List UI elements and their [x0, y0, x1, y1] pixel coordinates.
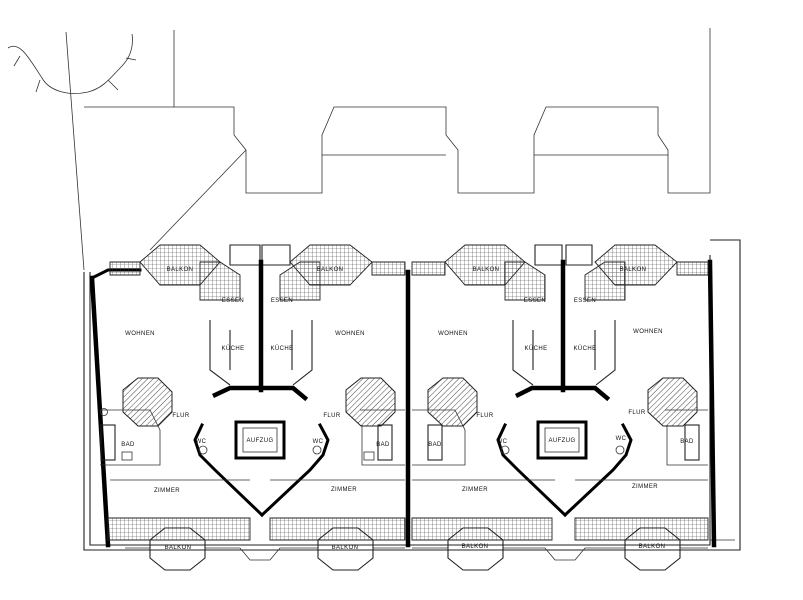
label-flur-2: FLUR — [323, 413, 341, 419]
north-balconies — [109, 244, 709, 301]
stair-3 — [427, 377, 478, 427]
label-bad-3: BAD — [428, 442, 442, 448]
stair-1 — [122, 377, 173, 427]
label-balkon-5: BALKON — [165, 545, 192, 551]
tree-sketch — [7, 33, 137, 94]
label-wohnen-4: WOHNEN — [633, 329, 663, 335]
label-wohnen-2: WOHNEN — [335, 331, 365, 337]
label-bad-2: BAD — [376, 442, 390, 448]
label-wc-1: WC — [196, 439, 207, 445]
building-shell — [83, 239, 741, 551]
label-essen-3: ESSEN — [524, 298, 546, 304]
label-balkon-8: BALKON — [639, 544, 666, 550]
label-zimmer-4: ZIMMER — [632, 484, 658, 490]
label-essen-2: ESSEN — [271, 298, 293, 304]
label-aufzug-1: AUFZUG — [246, 438, 273, 444]
label-balkon-2: BALKON — [317, 267, 344, 273]
label-bad-1: BAD — [121, 442, 135, 448]
label-wc-4: WC — [616, 436, 627, 442]
label-flur-1: FLUR — [172, 413, 190, 419]
label-balkon-7: BALKON — [462, 544, 489, 550]
label-kueche-1: KÜCHE — [221, 345, 244, 352]
label-wc-3: WC — [497, 439, 508, 445]
stair-4 — [647, 377, 698, 427]
label-zimmer-2: ZIMMER — [331, 487, 357, 493]
label-bad-4: BAD — [680, 439, 694, 445]
label-balkon-4: BALKON — [620, 267, 647, 273]
label-kueche-2: KÜCHE — [270, 345, 293, 352]
label-flur-3: FLUR — [476, 413, 494, 419]
label-essen-4: ESSEN — [574, 298, 596, 304]
elevator-shafts — [234, 420, 588, 460]
label-aufzug-2: AUFZUG — [548, 438, 575, 444]
elevator-shaft-right — [536, 420, 588, 460]
sanitary-fixtures — [100, 408, 700, 461]
outer-outline — [83, 239, 741, 551]
boundary-diagonal — [149, 149, 247, 251]
property-line — [65, 31, 85, 271]
south-balconies — [107, 517, 709, 571]
room-labels: BALKON BALKON BALKON BALKON ESSEN ESSEN … — [121, 267, 694, 551]
label-balkon-1: BALKON — [167, 267, 194, 273]
label-wohnen-3: WOHNEN — [438, 331, 468, 337]
east-wall — [707, 259, 717, 548]
label-wohnen-1: WOHNEN — [125, 331, 155, 337]
label-balkon-3: BALKON — [473, 267, 500, 273]
stair-2 — [345, 377, 396, 427]
west-wall — [89, 275, 111, 548]
label-balkon-6: BALKON — [332, 545, 359, 551]
label-kueche-3: KÜCHE — [524, 345, 547, 352]
label-wc-2: WC — [313, 439, 324, 445]
label-zimmer-3: ZIMMER — [462, 487, 488, 493]
interior-walls — [100, 259, 708, 518]
stairs — [122, 377, 698, 427]
label-zimmer-1: ZIMMER — [154, 488, 180, 494]
label-essen-1: ESSEN — [222, 298, 244, 304]
label-kueche-4: KÜCHE — [573, 345, 596, 352]
label-flur-4: FLUR — [628, 410, 646, 416]
neighbour-outline — [173, 28, 711, 194]
elevator-shaft-left — [234, 420, 286, 460]
